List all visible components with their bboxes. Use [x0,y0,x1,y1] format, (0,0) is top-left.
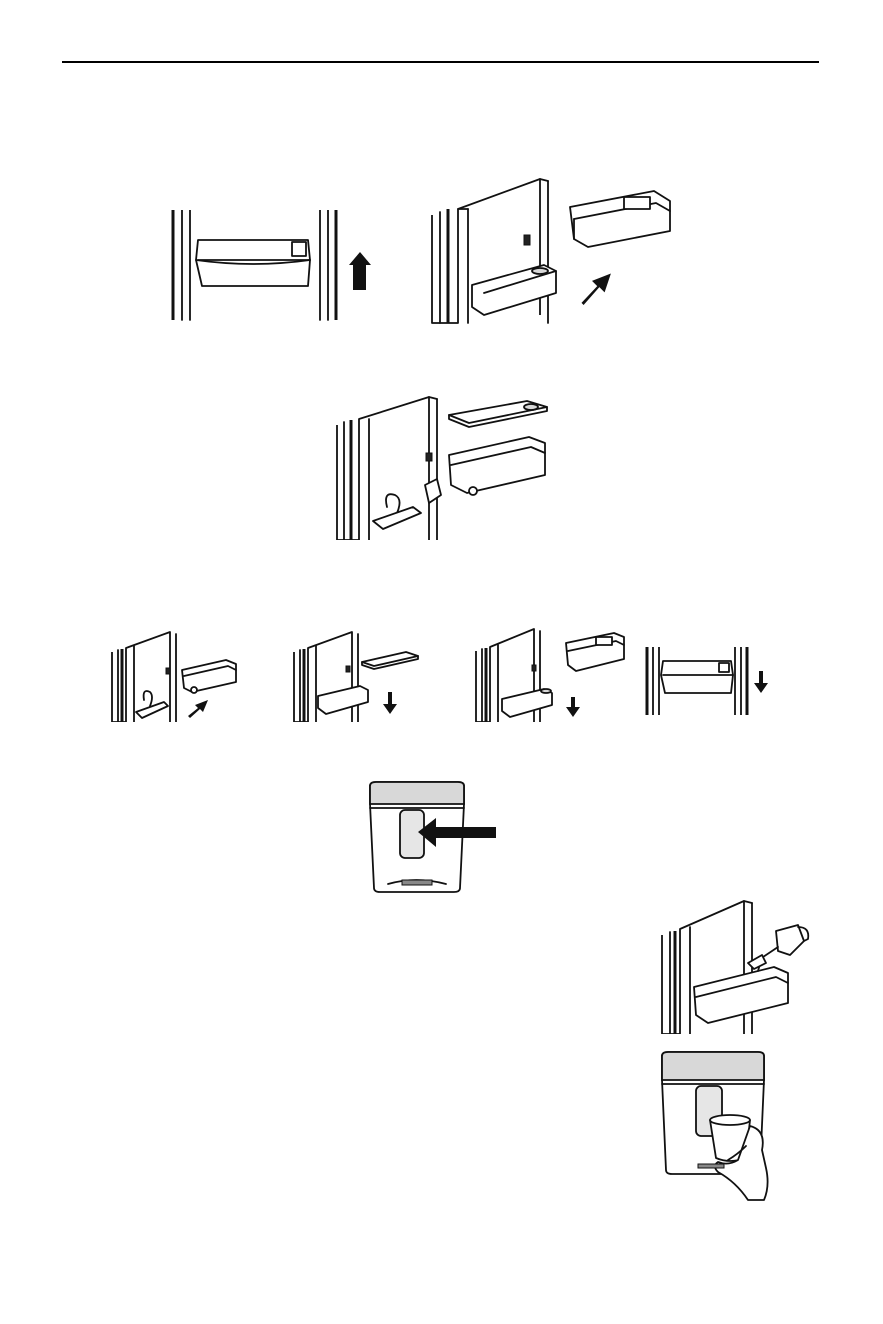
door-bin-remove-icon [428,175,678,325]
reinstall-step-1-icon [108,630,248,722]
reinstall-step-4-icon [643,647,778,715]
dispense-into-cup-icon [658,1050,770,1202]
reinstall-step-2-icon [290,630,430,722]
header-rule [62,61,819,63]
reinstall-step-3-icon [472,625,632,722]
water-tank-fill-icon [658,897,818,1034]
dispenser-parts-exploded-icon [333,395,553,540]
dispenser-lever-press-icon [366,780,500,895]
door-bin-lift-up-icon [168,210,383,322]
